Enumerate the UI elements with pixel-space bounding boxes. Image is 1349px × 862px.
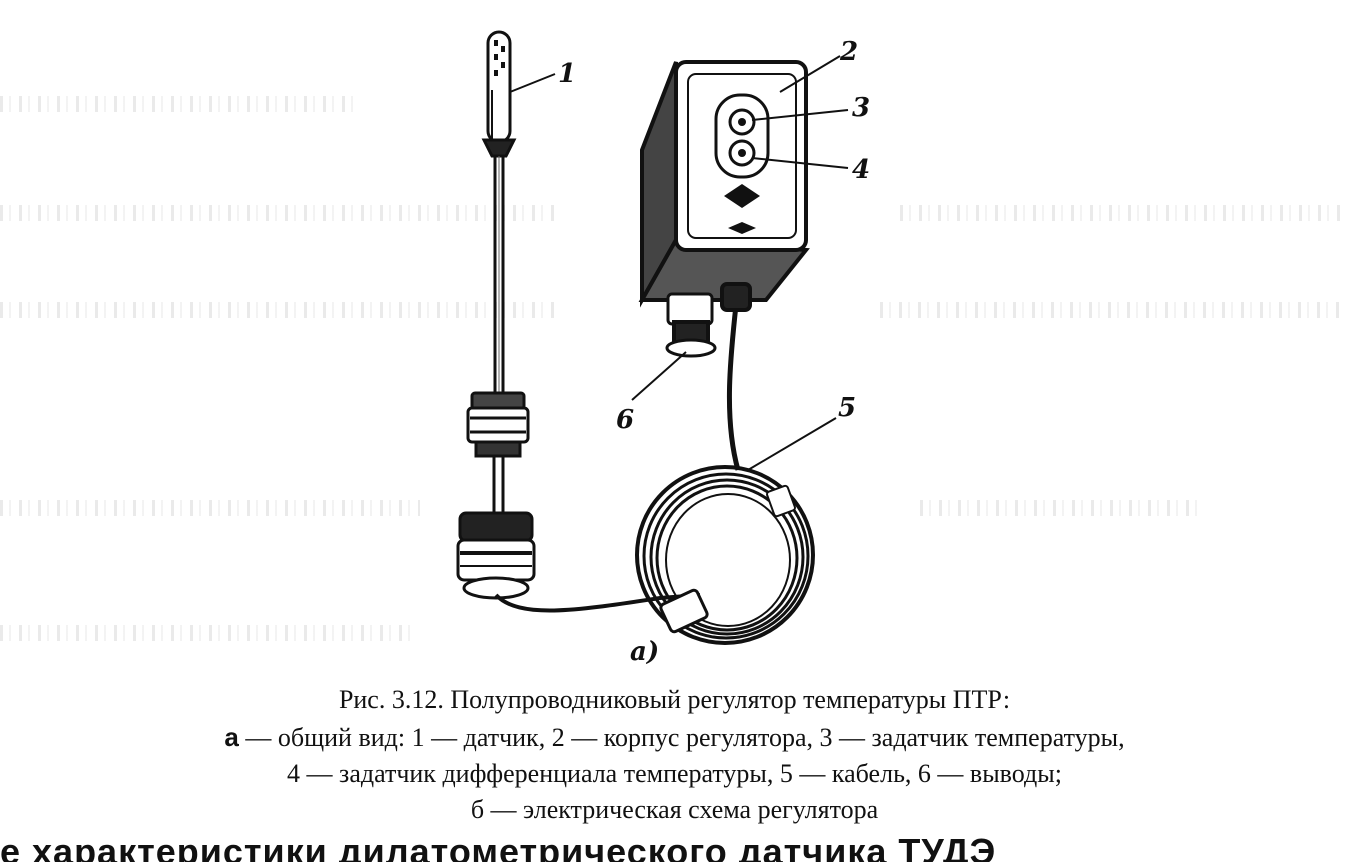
regulator-illustration: 1 2 3 4 5 6 а) <box>456 30 870 667</box>
callout-1: 1 <box>558 59 576 89</box>
scan-noise <box>920 500 1200 516</box>
callout-6: 6 <box>616 405 634 435</box>
scan-noise <box>0 205 560 221</box>
figure-caption-line-3: 4 — задатчик дифференциала температуры, … <box>287 759 1062 788</box>
figure-caption-line-4: б — электрическая схема регулятора <box>470 795 879 824</box>
scan-noise <box>900 205 1340 221</box>
figure-caption-line-2: а — общий вид: 1 — датчик, 2 — корпус ре… <box>0 720 1349 755</box>
caption-line-2-text: — общий вид: 1 — датчик, 2 — корпус регу… <box>238 723 1125 752</box>
regulator-housing <box>638 60 810 358</box>
callout-2: 2 <box>839 37 858 67</box>
cable-coil <box>635 465 815 645</box>
figure-caption-title: Рис. 3.12. Полупроводниковый регулятор т… <box>338 685 1011 714</box>
next-section-heading: е характеристики дилатометрического датч… <box>0 831 997 862</box>
callout-3: 3 <box>852 93 870 123</box>
sensor-cable <box>494 593 701 613</box>
subfigure-label: а) <box>630 637 659 667</box>
housing-cable <box>726 304 741 471</box>
scan-noise <box>0 500 420 516</box>
caption-part-label: а <box>224 722 239 752</box>
callout-leaders <box>509 55 849 471</box>
callout-4: 4 <box>852 155 870 185</box>
sensor-probe <box>456 30 536 600</box>
callout-5: 5 <box>838 393 856 423</box>
scan-noise <box>0 625 410 641</box>
scan-noise <box>0 96 360 112</box>
scan-noise <box>0 302 560 318</box>
scan-noise <box>880 302 1340 318</box>
